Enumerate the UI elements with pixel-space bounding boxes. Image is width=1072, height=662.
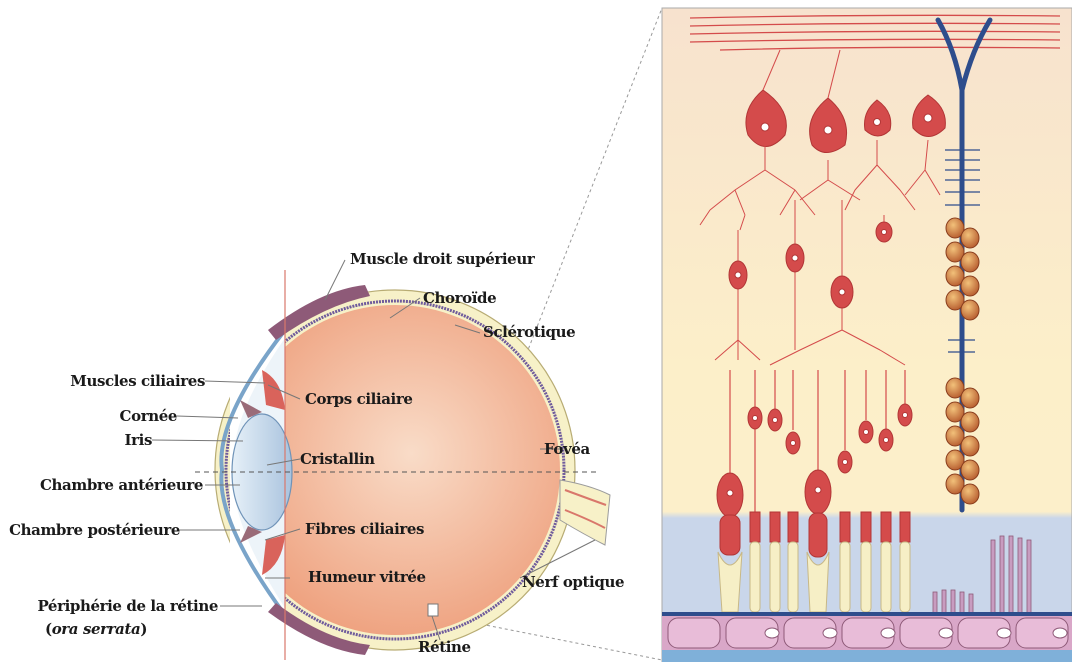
retina-panel	[662, 8, 1072, 662]
label-iris: Iris	[100, 431, 152, 449]
label-corps-ciliaire: Corps ciliaire	[305, 390, 413, 408]
label-chambre-posterieure: Chambre postérieure	[2, 521, 180, 539]
label-muscle-droit-superieur: Muscle droit supérieur	[350, 250, 534, 268]
label-fovea: Fovéa	[544, 440, 590, 458]
label-fibres-ciliaires: Fibres ciliaires	[305, 520, 424, 538]
label-retine: Rétine	[418, 638, 471, 656]
label-cristallin: Cristallin	[300, 450, 375, 468]
label-choroide: Choroïde	[423, 289, 496, 307]
ora-open-paren: (	[45, 620, 52, 638]
label-nerf-optique: Nerf optique	[522, 573, 624, 591]
label-humeur-vitree: Humeur vitrée	[308, 568, 426, 586]
label-sclerotique: Sclérotique	[483, 323, 575, 341]
label-muscles-ciliaires: Muscles ciliaires	[60, 372, 205, 390]
ora-serrata-text: ora serrata	[52, 620, 141, 638]
label-cornee: Cornée	[80, 407, 177, 425]
label-ora-serrata: (ora serrata)	[45, 620, 147, 638]
pigment-epithelium	[662, 612, 1072, 662]
retina-marker	[428, 604, 438, 616]
label-chambre-anterieure: Chambre antérieure	[5, 476, 203, 494]
ora-close-paren: )	[140, 620, 147, 638]
label-peripherie-retine: Périphérie de la rétine	[20, 597, 218, 615]
optic-nerve	[560, 480, 610, 545]
